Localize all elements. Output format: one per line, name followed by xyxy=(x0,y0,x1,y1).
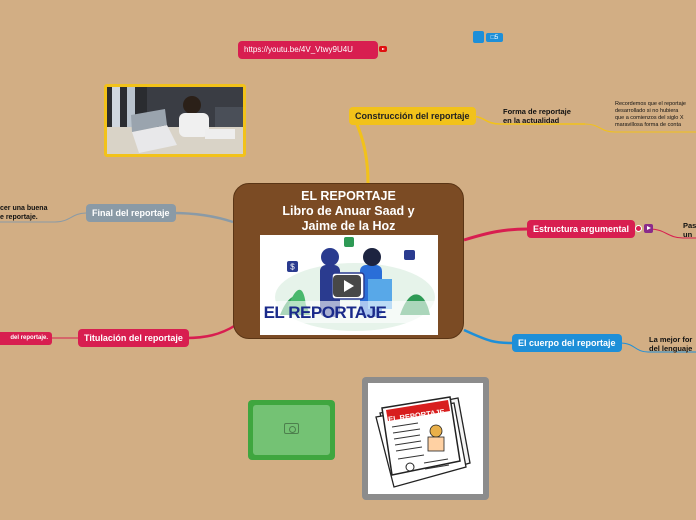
recordemos-line-3: que a comienzos del siglo X xyxy=(615,115,684,121)
comment-count: 5 xyxy=(494,34,499,41)
pas-line-1: Pas xyxy=(683,221,696,230)
play-icon[interactable] xyxy=(644,224,653,233)
titulacion-child-label: del reportaje. xyxy=(10,335,48,341)
video-thumbnail[interactable]: $ EL REPORTAJE xyxy=(260,235,438,335)
youtube-icon[interactable] xyxy=(379,46,387,52)
mejor-line-1: La mejor for xyxy=(649,335,693,344)
comment-icon: □ xyxy=(490,34,495,41)
subtopic-forma-line-2: en la actualidad xyxy=(503,116,560,125)
central-topic[interactable]: EL REPORTAJE Libro de Anuar Saad y Jaime… xyxy=(233,183,464,339)
subtopic-forma[interactable]: Forma de reportaje en la actualidad xyxy=(503,107,571,125)
link-node[interactable]: https://youtu.be/4V_Vtwy9U4U xyxy=(238,41,378,59)
central-title-line-1: EL REPORTAJE xyxy=(301,189,396,203)
final-child-line-2: e reportaje. xyxy=(0,214,38,221)
link-icon[interactable] xyxy=(635,225,642,232)
topic-titulacion-label: Titulación del reportaje xyxy=(84,333,183,343)
note-icon[interactable] xyxy=(473,31,484,43)
video-caption: EL REPORTAJE xyxy=(263,303,387,322)
topic-cuerpo[interactable]: El cuerpo del reportaje xyxy=(512,334,622,352)
topic-estructura[interactable]: Estructura argumental xyxy=(527,220,636,238)
subtopic-final-child[interactable]: cer una buena e reportaje. xyxy=(0,204,47,222)
subtopic-forma-line-1: Forma de reportaje xyxy=(503,107,571,116)
pas-line-2: un xyxy=(683,230,693,239)
topic-construccion[interactable]: Construcción del reportaje xyxy=(349,107,476,125)
newspaper-image: EL REPORTAJE xyxy=(362,377,489,500)
topic-titulacion[interactable]: Titulación del reportaje xyxy=(78,329,189,347)
photo-laptop-image xyxy=(104,84,246,157)
subtopic-pas[interactable]: Pas un xyxy=(683,221,696,239)
recordemos-line-1: Recordemos que el reportaje xyxy=(615,101,686,107)
camera-icon xyxy=(284,423,299,434)
central-title-line-3: Jaime de la Hoz xyxy=(301,219,396,233)
topic-construccion-label: Construcción del reportaje xyxy=(355,111,470,121)
topic-final[interactable]: Final del reportaje xyxy=(86,204,176,222)
link-url[interactable]: https://youtu.be/4V_Vtwy9U4U xyxy=(244,45,353,54)
image-placeholder[interactable] xyxy=(248,400,335,460)
recordemos-line-4: maravillosa forma de conta xyxy=(615,122,682,128)
central-topic-title: EL REPORTAJE Libro de Anuar Saad y Jaime… xyxy=(234,189,463,234)
comment-badge[interactable]: □5 xyxy=(486,33,503,42)
central-title-line-2: Libro de Anuar Saad y xyxy=(282,204,415,218)
final-child-line-1: cer una buena xyxy=(0,205,48,212)
topic-cuerpo-label: El cuerpo del reportaje xyxy=(518,338,616,348)
recordemos-line-2: desarrollado si no hubiera xyxy=(615,108,679,114)
topic-estructura-label: Estructura argumental xyxy=(533,224,630,234)
subtopic-recordemos[interactable]: Recordemos que el reportaje desarrollado… xyxy=(615,101,686,129)
mejor-line-2: del lenguaje xyxy=(649,344,693,353)
subtopic-mejor[interactable]: La mejor for del lenguaje xyxy=(649,335,692,353)
topic-final-label: Final del reportaje xyxy=(92,208,170,218)
subtopic-titulacion-child[interactable]: del reportaje. xyxy=(0,332,52,345)
svg-text:$: $ xyxy=(290,263,295,272)
